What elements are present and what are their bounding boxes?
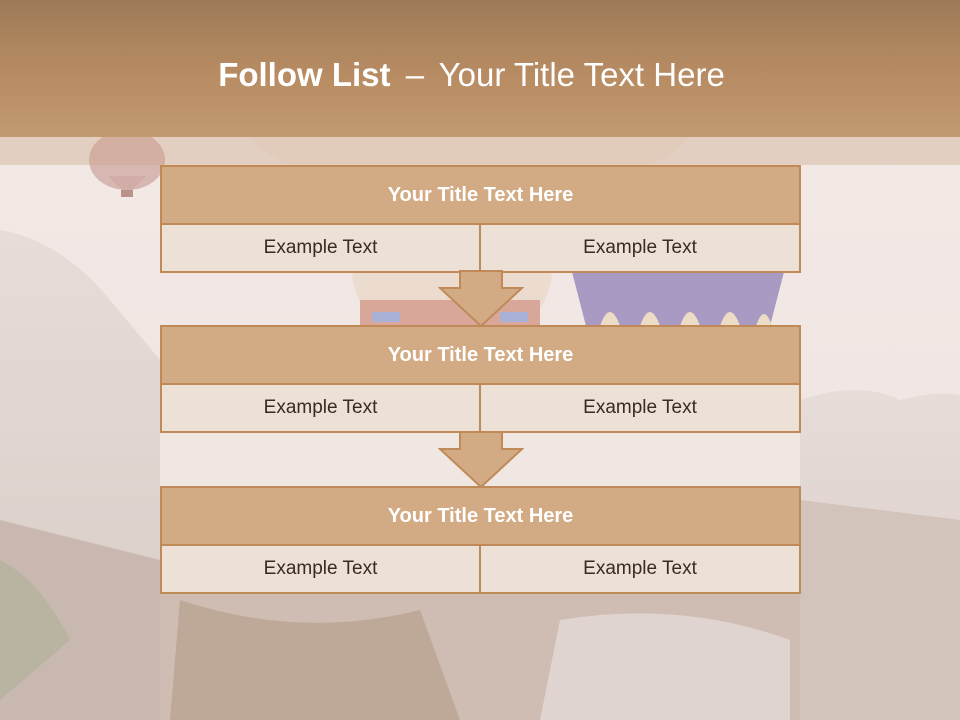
balloon-purple: [572, 256, 784, 326]
slide-title-main: Follow List: [218, 56, 391, 93]
slide-title: Follow List – Your Title Text Here: [0, 56, 943, 94]
block-cell-left: Example Text: [160, 385, 481, 433]
block-cell-right: Example Text: [481, 225, 801, 273]
block-row: Example Text Example Text: [160, 546, 801, 594]
block-cell-left: Example Text: [160, 546, 481, 594]
list-block-2: Your Title Text Here Example Text Exampl…: [160, 325, 801, 433]
rock-landscape: [0, 230, 960, 720]
title-bar-shadow: [0, 137, 960, 165]
block-row: Example Text Example Text: [160, 225, 801, 273]
list-block-3: Your Title Text Here Example Text Exampl…: [160, 486, 801, 594]
down-arrow-icon: [438, 270, 524, 328]
block-cell-left: Example Text: [160, 225, 481, 273]
list-block-1: Your Title Text Here Example Text Exampl…: [160, 165, 801, 273]
slide-title-separator: –: [405, 56, 425, 93]
title-bar: [0, 0, 960, 137]
block-title: Your Title Text Here: [160, 325, 801, 385]
balloon-small: [89, 130, 165, 197]
down-arrow-icon: [438, 431, 524, 489]
block-title: Your Title Text Here: [160, 486, 801, 546]
block-cell-right: Example Text: [481, 546, 801, 594]
slide-title-subtitle: Your Title Text Here: [438, 56, 725, 93]
block-title: Your Title Text Here: [160, 165, 801, 225]
block-cell-right: Example Text: [481, 385, 801, 433]
block-row: Example Text Example Text: [160, 385, 801, 433]
